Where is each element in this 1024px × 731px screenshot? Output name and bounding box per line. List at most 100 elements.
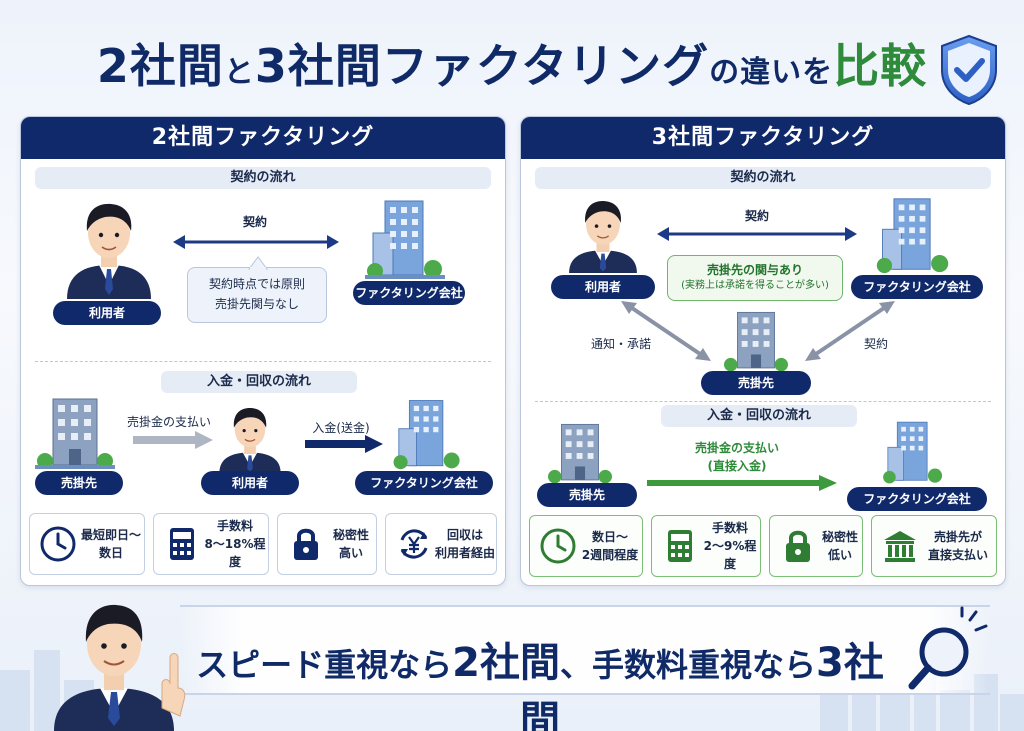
fee-line2: 8〜18%程度 (204, 537, 266, 569)
debtor-label: 売掛先 (35, 471, 123, 495)
user-label: 利用者 (53, 301, 161, 325)
conclusion-part1: スピード重視なら (196, 646, 453, 684)
user-label-2: 利用者 (201, 471, 299, 495)
conclusion-part3: 、手数料重視なら (560, 646, 817, 684)
user-person-icon (67, 203, 151, 299)
speed-card-right: 数日〜 2週間程度 (529, 515, 643, 577)
contract-double-arrow-right (657, 227, 857, 241)
three-party-panel: 3社間ファクタリング 契約の流れ 利用者 契約 売掛先の関与あり (実務上は承諾… (520, 116, 1006, 586)
direct-pay-line1: 売掛先が (933, 530, 982, 544)
conclusion-3sha: 3社間 (520, 640, 884, 731)
speed-right-line2: 2週間程度 (581, 548, 639, 562)
clock-icon (540, 528, 576, 564)
speed-line2: 数日 (98, 546, 123, 560)
title-difference: の違いを (709, 55, 834, 90)
conclusion-text: スピード重視なら2社間、手数料重視なら3社間 (180, 630, 900, 731)
two-party-header: 2社間ファクタリング (21, 117, 505, 159)
section-divider (35, 361, 491, 362)
collection-line2: 利用者経由 (434, 546, 495, 560)
debtor-building-icon-right-2 (548, 423, 612, 484)
three-party-header: 3社間ファクタリング (521, 117, 1005, 159)
notify-consent-label: 通知・承諾 (590, 337, 651, 351)
payment-flow-label: 入金・回収の流れ (161, 371, 357, 393)
involvement-note: 売掛先の関与あり (実務上は承諾を得ることが多い) (667, 255, 843, 301)
involvement-line2: (実務上は承諾を得ることが多い) (681, 280, 829, 291)
speed-right-line1: 数日〜 (591, 530, 628, 544)
fee-right-line1: 手数料 (711, 521, 748, 535)
title-2sha: 2社間 (96, 39, 224, 93)
fee-line1: 手数料 (216, 519, 253, 533)
collection-card: 回収は利用者経由 (385, 513, 497, 575)
factoring-company-label: ファクタリング会社 (353, 281, 465, 305)
direct-pay-line2: 直接支払い (927, 548, 988, 562)
gray-arrow (133, 431, 213, 449)
contract-flow-label: 契約の流れ (35, 167, 491, 189)
page-title: 2社間と3社間ファクタリングの違いを比較 (0, 30, 1024, 96)
contract-label-diagonal: 契約 (863, 337, 888, 351)
factoring-company-label-right: ファクタリング会社 (851, 275, 983, 299)
fee-card: 手数料 8〜18%程度 (153, 513, 269, 575)
receivable-payment-label: 売掛金の支払い (126, 415, 211, 429)
navy-arrow (305, 435, 383, 453)
fee-right-line2: 2〜9%程度 (703, 539, 757, 571)
secrecy-card: 秘密性高い (277, 513, 377, 575)
title-factoring: ファクタリング (381, 39, 710, 93)
clock-icon (40, 526, 76, 562)
direct-payment-line1: 売掛金の支払い (694, 441, 779, 455)
factoring-company-label-right-2: ファクタリング会社 (847, 487, 987, 511)
secrecy-line2: 高い (338, 546, 363, 560)
notify-diagonal-arrow (621, 301, 711, 361)
conclusion-banner (180, 605, 990, 695)
conclusion-2sha: 2社間 (452, 640, 560, 686)
note-pointer (248, 256, 268, 270)
calculator-icon (170, 528, 194, 560)
debtor-building-icon-right (724, 311, 788, 372)
two-party-panel: 2社間ファクタリング 契約の流れ 利用者 契約 契約時点では原則 売掛先関与なし… (20, 116, 506, 586)
direct-payment-line2: (直接入金) (707, 459, 767, 473)
user-person-icon-right (569, 201, 637, 273)
factoring-company-label-2: ファクタリング会社 (355, 471, 493, 495)
secrecy-right-line2: 低い (827, 548, 852, 562)
contract-flow-label-right: 契約の流れ (535, 167, 991, 189)
bank-icon (884, 531, 916, 562)
involvement-line1: 売掛先の関与あり (706, 263, 803, 277)
secrecy-card-right: 秘密性低い (769, 515, 863, 577)
speed-line1: 最短即日〜 (80, 528, 141, 542)
factoring-building-icon-2 (393, 400, 460, 470)
shield-check-icon (941, 34, 997, 106)
contract-diagonal-arrow (805, 301, 895, 361)
magnifier-icon (908, 606, 988, 690)
payment-flow-label-right: 入金・回収の流れ (661, 405, 857, 427)
debtor-label-right: 売掛先 (701, 371, 811, 395)
contract-arrow-label-right: 契約 (744, 209, 769, 223)
yen-cycle-icon (400, 529, 428, 559)
note-line1: 契約時点では原則 (208, 277, 305, 291)
contract-arrow-label: 契約 (242, 215, 267, 229)
lock-icon (786, 530, 810, 562)
user-person-icon-small (219, 407, 281, 473)
speed-card: 最短即日〜数日 (29, 513, 145, 575)
secrecy-line1: 秘密性 (332, 528, 369, 542)
section-divider-right (535, 401, 991, 402)
factoring-building-icon-right (876, 198, 949, 274)
calculator-icon (668, 530, 692, 562)
factoring-building-icon (365, 200, 445, 279)
secrecy-right-line1: 秘密性 (821, 530, 858, 544)
title-3sha: 3社間 (254, 39, 382, 93)
pointing-businessman (54, 604, 186, 731)
title-to: と (223, 55, 255, 90)
debtor-building-icon (35, 398, 115, 469)
fee-card-right: 手数料 2〜9%程度 (651, 515, 761, 577)
factoring-building-icon-right-2 (883, 421, 943, 484)
lock-icon (294, 528, 318, 560)
title-compare: 比較 (833, 39, 928, 93)
note-line2: 売掛先関与なし (214, 297, 299, 311)
direct-pay-card: 売掛先が直接支払い (871, 515, 997, 577)
green-arrow (647, 475, 837, 491)
remittance-label: 入金(送金) (312, 421, 370, 435)
collection-line1: 回収は (446, 528, 483, 542)
no-involvement-note: 契約時点では原則 売掛先関与なし (187, 267, 327, 323)
user-label-right: 利用者 (551, 275, 655, 299)
contract-double-arrow (173, 235, 339, 249)
debtor-label-right-2: 売掛先 (537, 483, 637, 507)
